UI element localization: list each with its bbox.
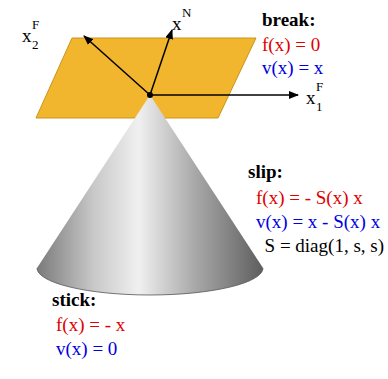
matrix-definition: S = diag(1, s, s) (265, 236, 384, 255)
friction-cone (37, 95, 263, 295)
axis-subscript: 2 (32, 38, 39, 51)
axis-x1 (150, 94, 298, 96)
axis-symbol: x (172, 14, 182, 33)
state-heading: break: (262, 10, 315, 29)
axis-symbol: x (22, 26, 32, 45)
axis-superscript: F (32, 18, 39, 31)
velocity-law: v(x) = x (262, 58, 323, 77)
velocity-law: v(x) = 0 (56, 339, 117, 358)
state-heading: stick: (52, 290, 96, 309)
axis-subscript: 1 (316, 100, 323, 113)
force-law: f(x) = - x (56, 315, 125, 334)
axis-superscript: F (316, 80, 323, 93)
axis-normal (150, 30, 172, 95)
axis-symbol: x (306, 88, 316, 107)
contact-point (147, 92, 153, 98)
force-law: f(x) = - S(x) x (256, 188, 363, 207)
velocity-law: v(x) = x - S(x) x (256, 212, 380, 231)
force-law: f(x) = 0 (262, 35, 320, 54)
axis-superscript: N (182, 6, 191, 19)
state-heading: slip: (248, 162, 283, 181)
axis-x2 (84, 36, 150, 95)
